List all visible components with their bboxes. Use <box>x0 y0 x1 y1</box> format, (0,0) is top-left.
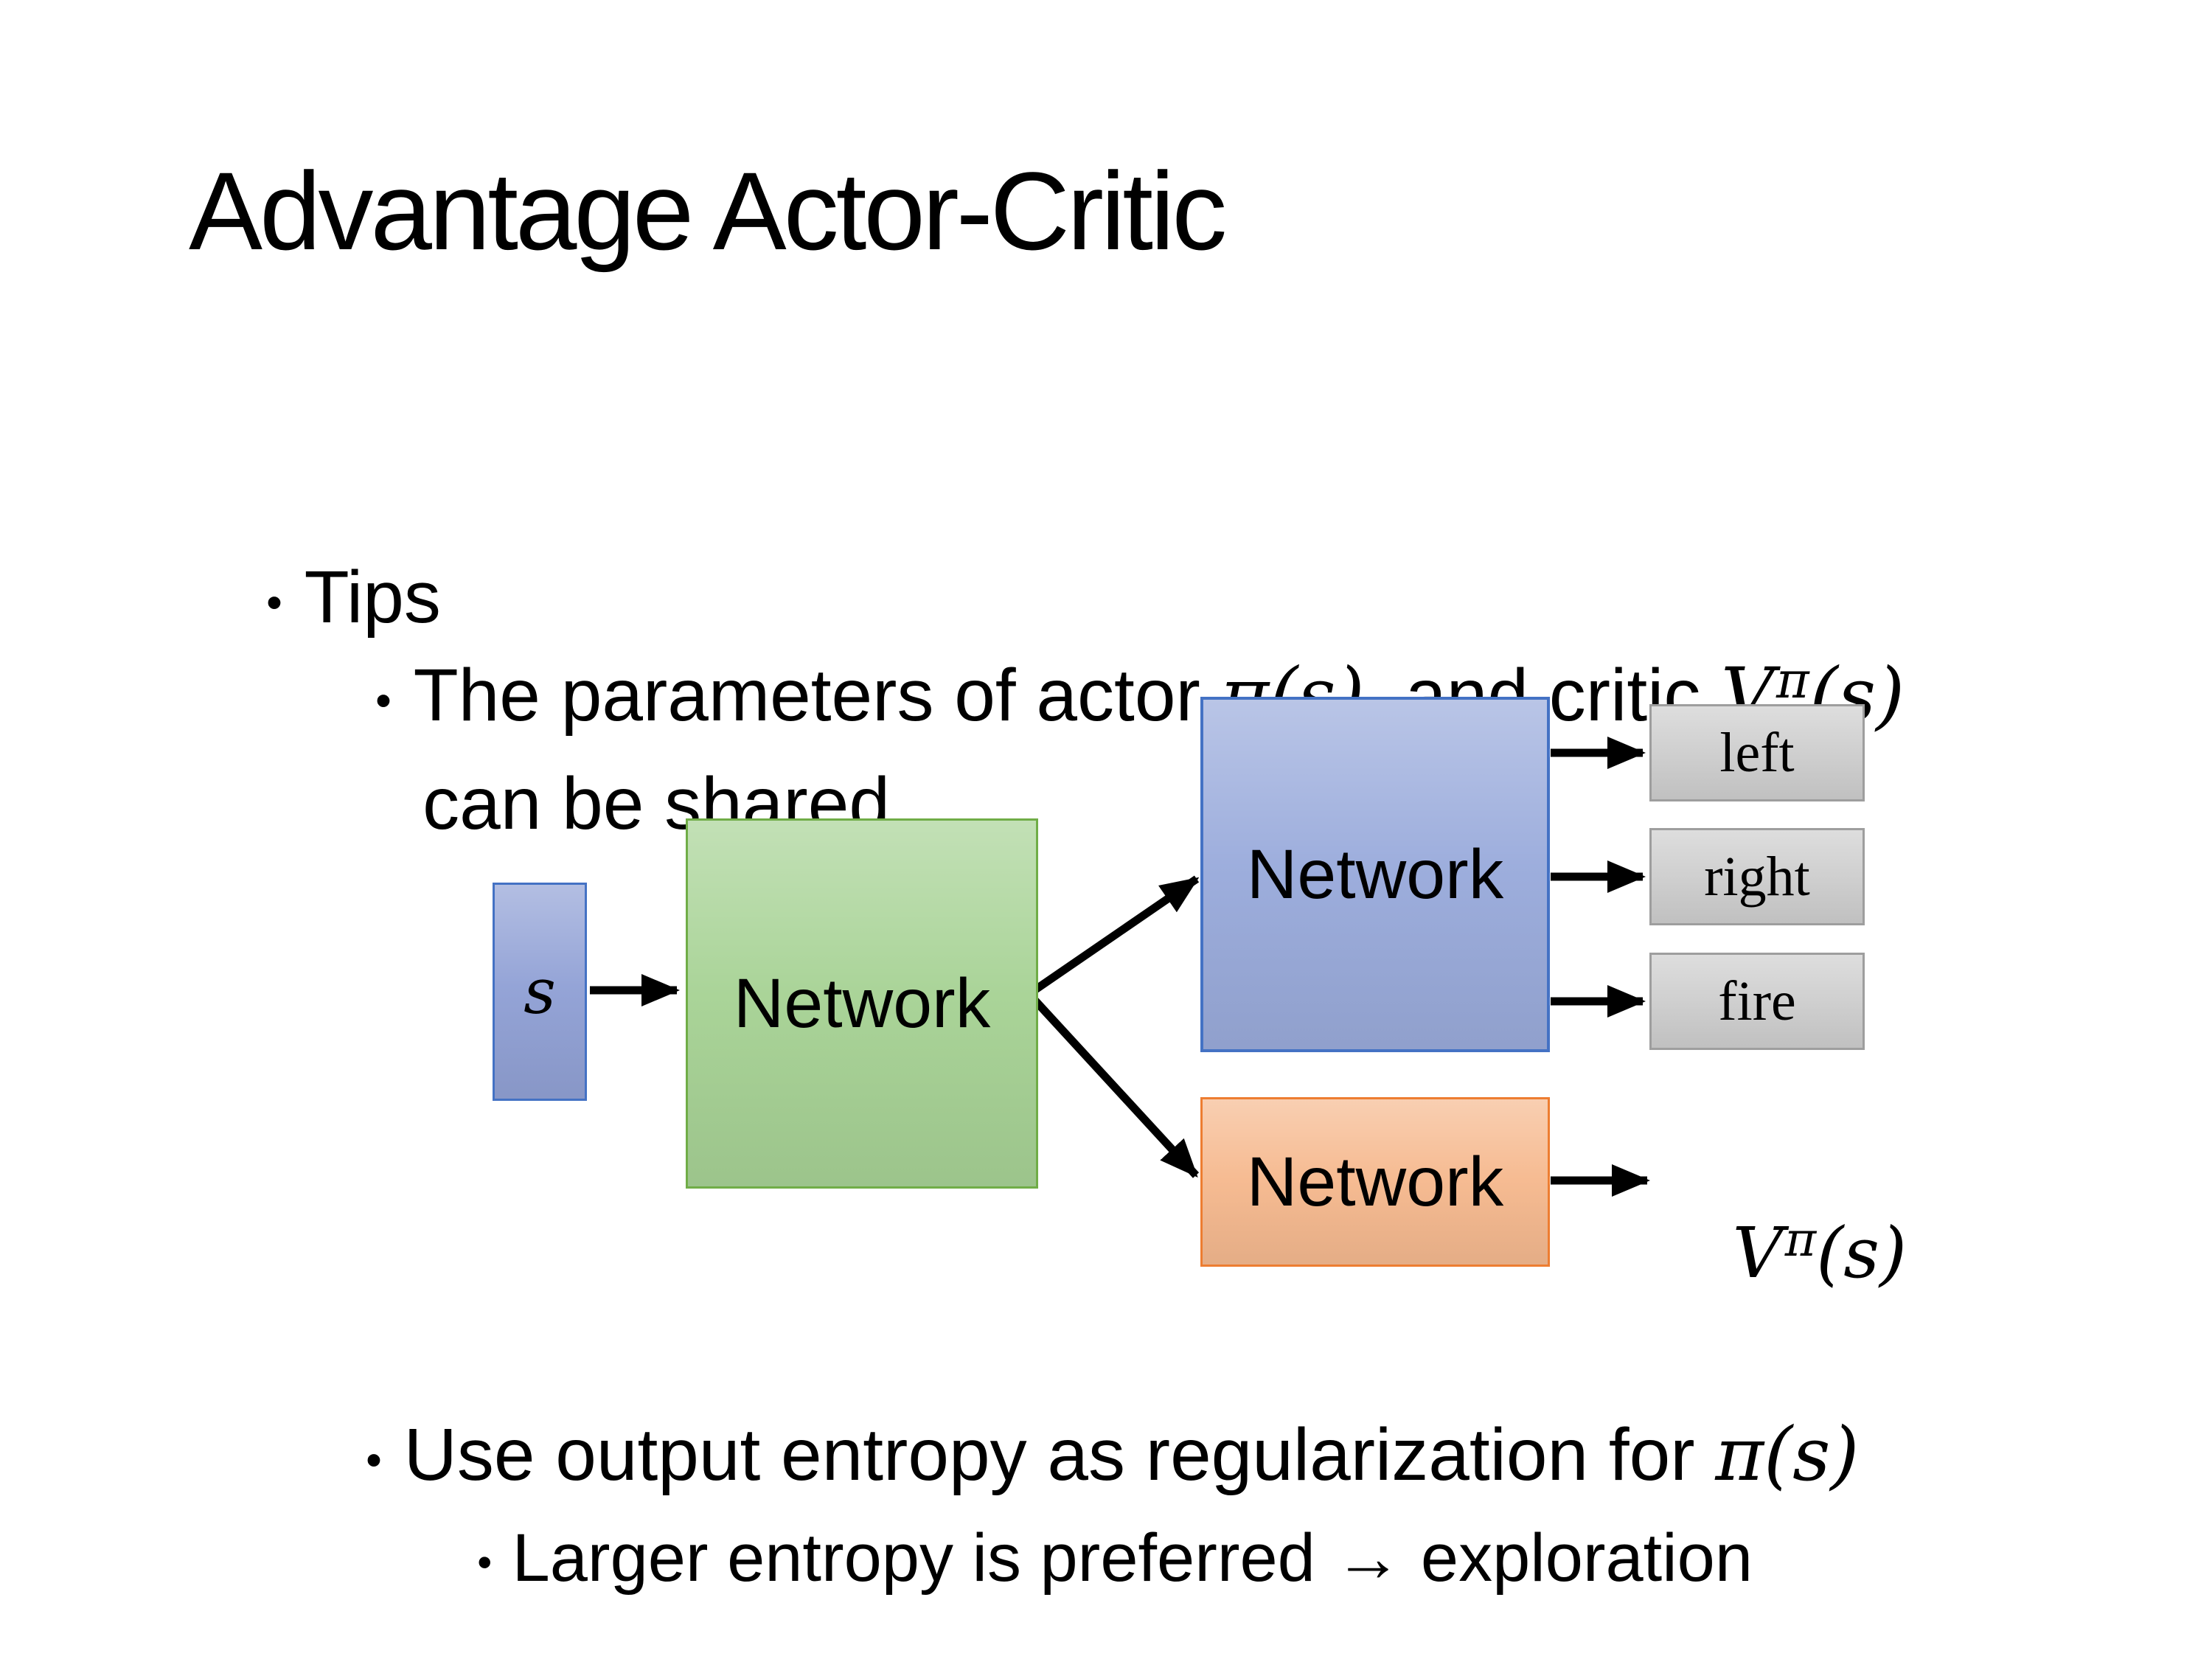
bullet-marker: • <box>366 1434 382 1486</box>
actor-network-label: Network <box>1246 835 1504 914</box>
bullet-text-entropy-regularization: Use output entropy as regularization for <box>403 1413 1716 1496</box>
slide-title: Advantage Actor-Critic <box>189 149 1227 273</box>
state-label: s <box>524 955 556 1029</box>
value-args: (s) <box>1816 1213 1907 1294</box>
bullet-marker: • <box>477 1539 493 1587</box>
action-label-fire: fire <box>1718 970 1796 1032</box>
value-base: V <box>1732 1213 1784 1294</box>
action-label-right: right <box>1704 845 1810 908</box>
shared-network-box: Network <box>686 818 1038 1189</box>
math-value-sup-pi: π <box>1776 652 1809 711</box>
actor-network-box: Network <box>1200 697 1550 1052</box>
arrow-shared-to-actor-network <box>1032 875 1200 994</box>
value-sup-pi: π <box>1784 1211 1817 1267</box>
bullet-text-exploration: Larger entropy is preferred → exploratio… <box>512 1520 1753 1596</box>
bullet-line-shared-params: •The parameters of actor π(s) and critic… <box>293 574 1905 817</box>
bullet-text-shared-params: The parameters of actor <box>413 654 1221 737</box>
arrow-shared-to-critic-network <box>1031 997 1200 1178</box>
bullet-line-entropy-regularization: • Use output entropy as regularization fo… <box>284 1333 1859 1576</box>
bullet-marker: • <box>266 577 282 628</box>
action-output-right: right <box>1649 828 1865 925</box>
shared-network-label: Network <box>733 964 991 1043</box>
math-pi-s: π(s) <box>1715 1411 1860 1498</box>
state-input-box: s <box>493 883 587 1101</box>
bullet-marker: • <box>375 675 392 726</box>
bullet-line-exploration: • Larger entropy is preferred → explorati… <box>402 1447 1753 1659</box>
critic-network-box: Network <box>1200 1097 1550 1267</box>
bullet-text-tips: Tips <box>304 556 441 639</box>
action-label-left: left <box>1719 721 1795 784</box>
bullet-line-tips: • Tips <box>184 476 441 719</box>
value-output-label: Vπ(s) <box>1655 1133 1907 1374</box>
critic-network-label: Network <box>1246 1142 1504 1221</box>
action-output-fire: fire <box>1649 953 1865 1050</box>
action-output-left: left <box>1649 704 1865 801</box>
